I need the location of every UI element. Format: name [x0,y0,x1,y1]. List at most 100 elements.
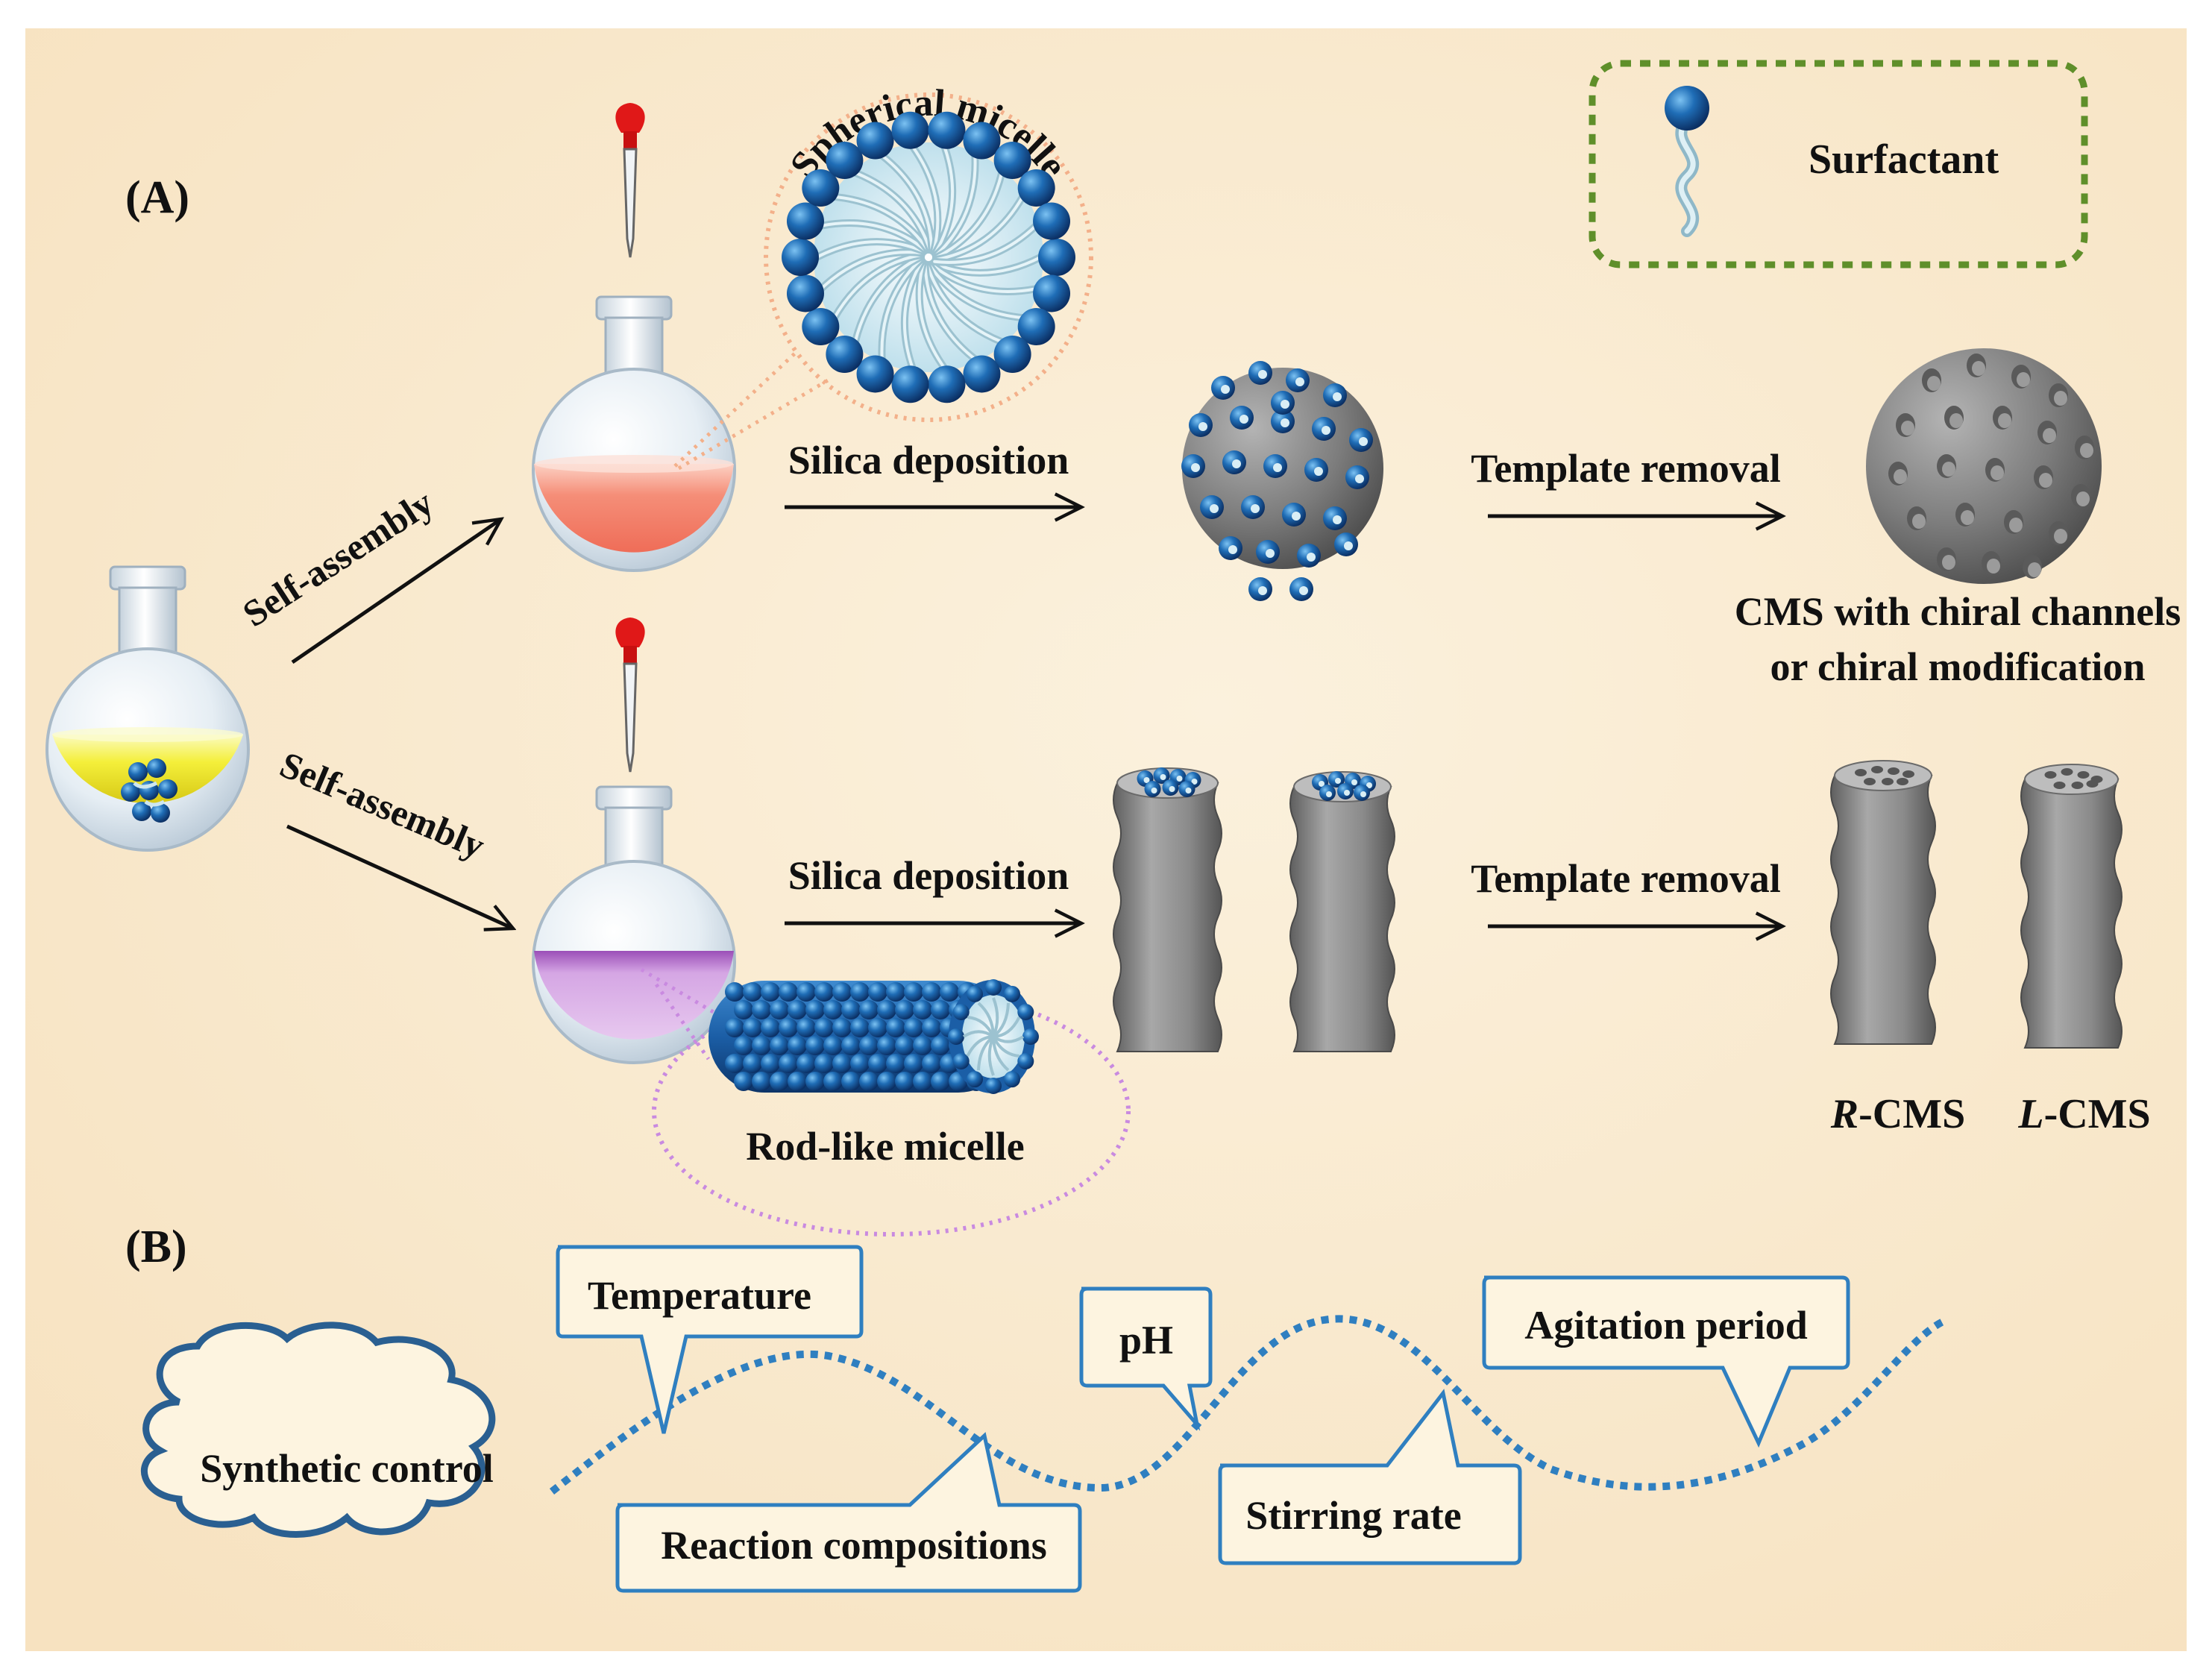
rod-micelle-label: Rod-like micelle [746,1124,1024,1169]
pore-inner [2080,443,2093,458]
cms-porous-sphere [1866,348,2102,584]
rod-template-core [1151,788,1157,794]
rod-pore [1897,778,1908,785]
template-micelle-core [1322,426,1330,435]
pore-inner [2009,518,2023,532]
template-micelle-core [1281,418,1289,427]
pore-inner [2054,391,2067,406]
template-micelle-core [1307,553,1316,562]
rod-pore [2044,771,2057,779]
surfactant-tail-highlight [902,260,924,370]
rod-bead [886,1018,905,1037]
rod-end-bead [985,1078,1002,1094]
rod-bead [761,982,780,1002]
rod-bead [832,1054,852,1073]
rod-pore [2071,782,2084,789]
pore-inner [2017,372,2030,387]
surfactant-tail-highlight [934,195,1025,262]
template-micelle-core [1281,400,1289,409]
rod-bead [814,1018,834,1037]
pipette-icon-bottom [615,618,645,773]
cloud-label: Synthetic control [200,1446,493,1491]
surfactant-head [802,307,840,345]
pore-inner [1972,361,1985,376]
rod-bead [940,982,959,1002]
rod-bead [779,1018,798,1037]
rod-bead [770,1000,789,1019]
template-micelle-core [1228,545,1237,554]
rod-end-bead [967,985,983,1002]
rod-bead [805,1000,825,1019]
rod-bead [850,1054,870,1073]
r-cms-rod [1830,760,1936,1045]
rod-template-core [1160,774,1166,780]
rod-top-face [2024,764,2119,795]
rod-end-bead [1004,1071,1020,1088]
rod-body [1830,775,1936,1045]
surfactant-head [1033,202,1071,240]
rod-pore [1855,769,1867,776]
template-micelle-core [1251,504,1260,513]
rod-bead [796,1054,816,1073]
panel-a-label: (A) [125,172,189,223]
rod-bead [788,1072,807,1091]
rod-bead [725,1018,744,1037]
rod-bead [823,1036,843,1055]
pore-inner [1942,462,1955,477]
rod-bead [895,1036,914,1055]
rod-bead [752,1036,771,1055]
flask-rod [532,785,736,1064]
template-micelle-core [1299,586,1308,595]
rod-bead [922,1054,941,1073]
rod-end-bead [1017,1004,1034,1020]
rod-bead [743,1054,762,1073]
surfactant-tail-highlight [923,262,977,361]
surfactant-head [1017,169,1055,207]
surfactant-tail-highlight [933,145,955,255]
rod-pore [1864,778,1876,785]
rod-bead [734,1000,753,1019]
rod-pore [1871,766,1883,773]
rod-bead [823,1000,843,1019]
surfactant-tail-highlight [927,263,1025,320]
rod-like-micelle-icon [708,979,1039,1094]
pore-dots [1888,353,2094,579]
twisted-rod-with-template-1 [1113,767,1222,1052]
surfactant-head [891,111,929,149]
pore-inner [2054,529,2067,544]
rod-end-bead [952,1004,970,1020]
spherical-micelle-outline [764,92,1093,422]
rod-bead [895,1000,914,1019]
pore-inner [2043,428,2056,443]
rod-bead [796,1018,816,1037]
flask-spherical [532,295,736,572]
surfactant-head [993,142,1031,180]
surfactant-head [826,335,864,373]
surfactant-cluster-icon [121,758,177,823]
rod-template-core [1319,781,1325,787]
pore-inner [2028,562,2041,577]
rod-bead [770,1036,789,1055]
callout-reaction-compositions [615,1432,1082,1593]
rod-bead [868,1018,887,1037]
pore-inner [1987,559,2000,574]
cms-product-line2: or chiral modification [1770,644,2146,689]
rod-bead [805,1072,825,1091]
rod-bead [823,1072,843,1091]
rod-bead [904,982,923,1002]
rod-bead [734,1072,753,1091]
rod-end-tail [987,1036,995,1076]
rod-end-bead [952,1053,970,1069]
rod-end-tail [962,1030,995,1038]
rod-end-tail [992,1002,1010,1038]
pore-inner [1927,376,1941,391]
template-micelle-dots [1181,361,1373,601]
purple-liquid [534,951,734,1040]
arrow-self-assembly-top [291,519,501,664]
rod-body [1113,782,1222,1052]
rod-end-bead [948,1028,964,1045]
template-micelle-core [1292,512,1301,521]
rod-template-core [1360,791,1366,797]
surfactant-head [928,111,966,149]
